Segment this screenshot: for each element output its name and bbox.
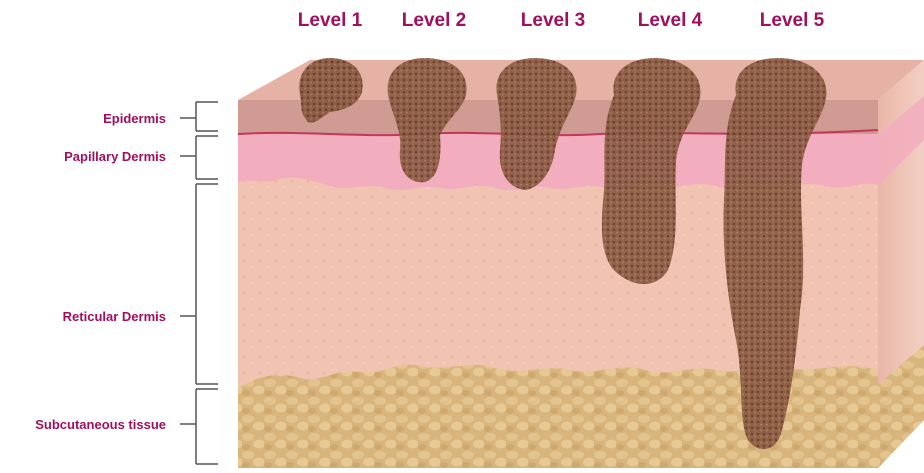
- level-label-5: Level 5: [760, 10, 825, 31]
- level-label-1: Level 1: [298, 10, 363, 31]
- layer-label-epidermis: Epidermis: [103, 111, 166, 126]
- level-label-3: Level 3: [521, 10, 585, 31]
- layer-label-reticular-dermis: Reticular Dermis: [63, 309, 166, 324]
- layer-label-subcutaneous-tissue: Subcutaneous tissue: [35, 417, 166, 432]
- level-label-2: Level 2: [402, 10, 466, 31]
- layer-brackets: [180, 102, 218, 464]
- layer-label-papillary-dermis: Papillary Dermis: [64, 149, 166, 164]
- level-label-4: Level 4: [638, 10, 703, 31]
